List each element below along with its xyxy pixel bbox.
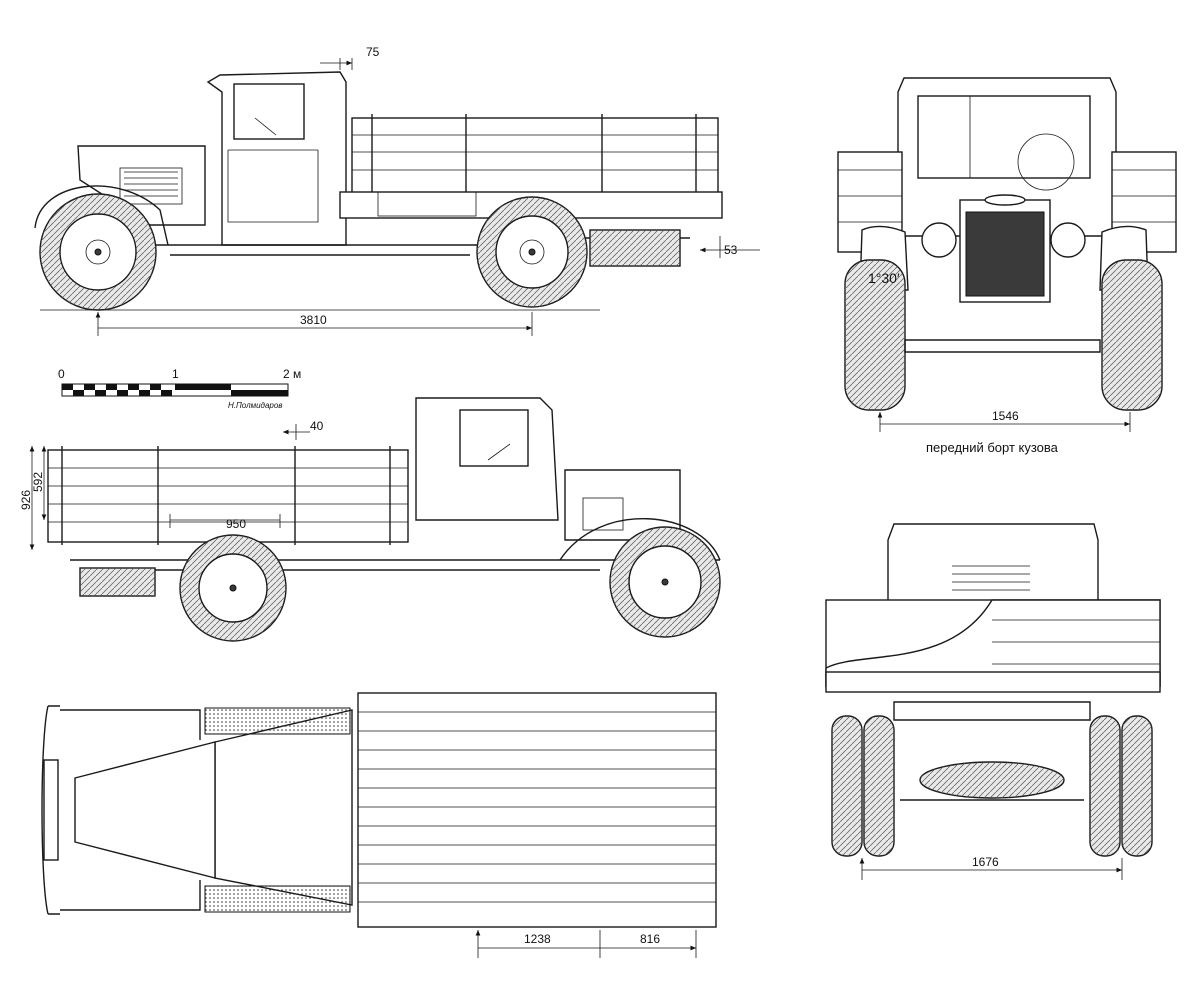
scale-bar: 0 1 2 м Н.Полмидаров [58, 367, 301, 410]
front-view: 1°30′ 1546 передний борт кузова [837, 77, 1177, 455]
side-view-right: 75 53 3810 [34, 45, 760, 336]
scale-tick-2: 2 м [283, 367, 301, 381]
scale-tick-1: 1 [172, 367, 179, 381]
dim-front-track: 1546 [992, 409, 1019, 423]
dim-top-b: 816 [640, 932, 660, 946]
dim-overhang-top: 75 [366, 45, 380, 59]
drawing-author: Н.Полмидаров [228, 401, 282, 410]
top-view: 1238 816 [41, 692, 717, 958]
rear-view: 1676 [825, 523, 1161, 880]
dim-top-a: 1238 [524, 932, 551, 946]
scale-tick-0: 0 [58, 367, 65, 381]
dim-height-total: 926 [19, 490, 33, 510]
dim-bay: 950 [226, 517, 246, 531]
dim-rear-track: 1676 [972, 855, 999, 869]
dim-side-top: 40 [310, 419, 324, 433]
side-view-left: 40 926 592 950 [19, 397, 721, 642]
steering-angle: 1°30′ [868, 270, 900, 286]
dim-wheelbase: 3810 [300, 313, 327, 327]
front-caption: передний борт кузова [926, 440, 1059, 455]
dim-side-height: 592 [31, 472, 45, 492]
dim-rear-overhang: 53 [724, 243, 738, 257]
